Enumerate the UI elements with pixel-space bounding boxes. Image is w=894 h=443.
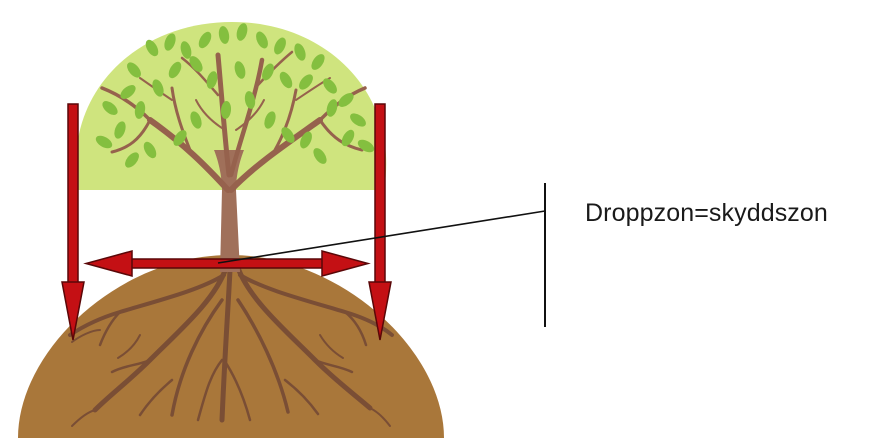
- tree-roots: [68, 265, 394, 427]
- left-down-arrow-icon: [61, 103, 85, 341]
- right-down-arrow-icon: [368, 103, 392, 341]
- drip-zone-label: Droppzon=skyddszon: [585, 199, 828, 227]
- soil-mound: [18, 255, 444, 438]
- double-arrow-icon: [83, 250, 371, 277]
- pointer-line: [217, 210, 546, 264]
- tree-leaves: [95, 23, 375, 168]
